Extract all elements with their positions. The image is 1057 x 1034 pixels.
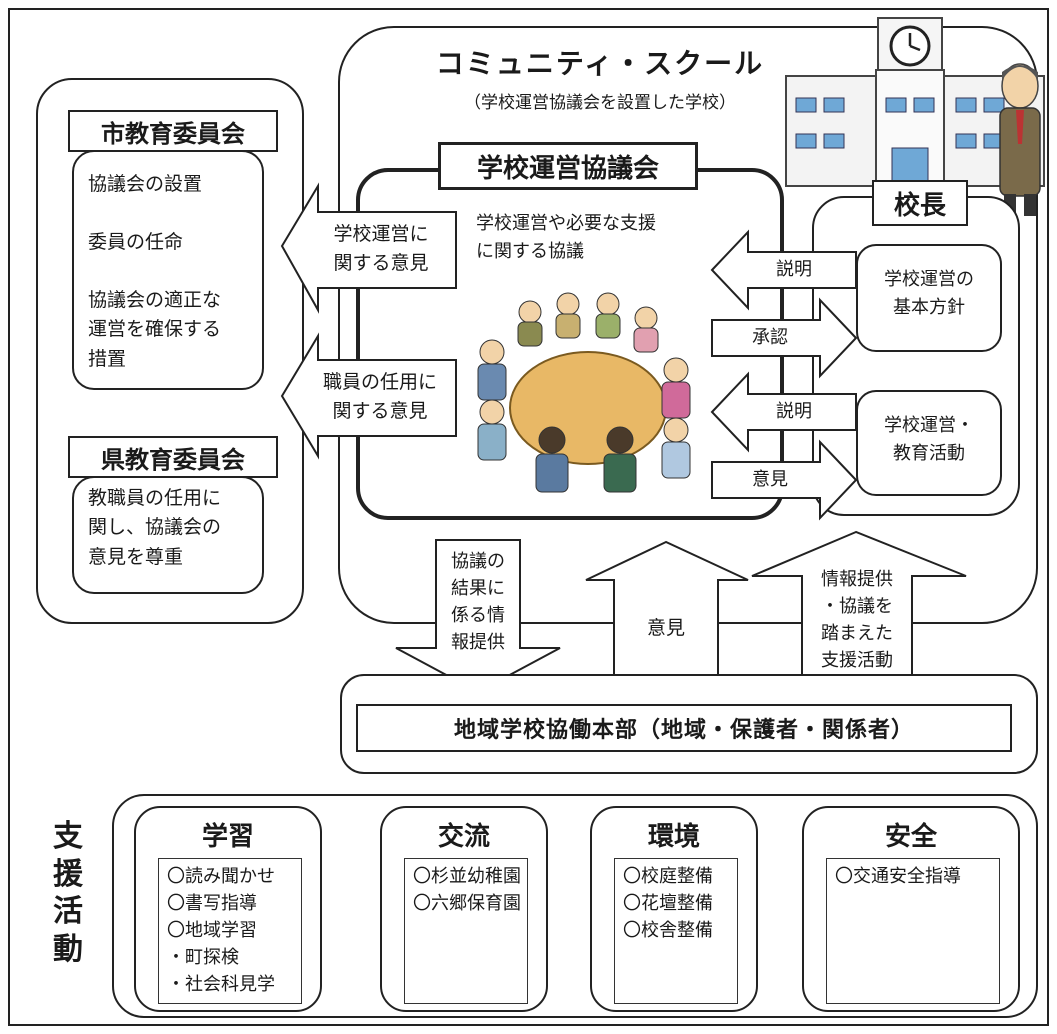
- activity-column-title: 環境: [647, 822, 700, 852]
- principal-policy-box: [856, 244, 1002, 352]
- activity-items-box: 〇読み聞かせ〇書写指導〇地域学習・町探検・社会科見学: [158, 858, 302, 1004]
- principal-activities: 学校運営・ 教育活動: [884, 415, 974, 464]
- arrow-opinion-right: [711, 439, 858, 521]
- city-board-item-2: 委員の任命: [88, 231, 184, 253]
- support-activities-label: 支 援 活 動: [53, 819, 83, 967]
- label-approve: 承認: [752, 327, 788, 348]
- city-board-item-3: 協議会の適正な 運営を確保する 措置: [88, 289, 222, 370]
- activity-item: ・社会科見学: [167, 974, 275, 995]
- activity-column-title: 学習: [201, 822, 254, 852]
- arrow-explain-2: [710, 371, 857, 453]
- pref-board-text: 教職員の任用に 関し、協議会の 意見を尊重: [88, 487, 222, 568]
- city-board-item-1: 協議会の設置: [88, 173, 203, 195]
- label-explain-1: 説明: [776, 259, 812, 280]
- label-opinion-right: 意見: [752, 469, 788, 490]
- community-school-title: コミュニティ・スクール: [435, 47, 765, 80]
- activity-item: 〇校舎整備: [623, 920, 713, 941]
- label-explain-2: 説明: [776, 401, 812, 422]
- arrow-info-result: [395, 539, 561, 694]
- meeting-illustration: [477, 292, 691, 493]
- activity-column-title: 交流: [437, 822, 490, 852]
- label-opinion-up: 意見: [646, 617, 685, 639]
- activity-item: ・町探検: [167, 947, 239, 968]
- arrow-approve: [711, 297, 858, 379]
- principal-title: 校長: [872, 180, 968, 226]
- activity-item: 〇交通安全指導: [835, 866, 961, 887]
- label-support: 情報提供 ・協議を 踏まえた 支援活動: [821, 569, 893, 671]
- label-info-result: 協議の 結果に 係る情 報提供: [451, 551, 505, 653]
- arrow-opinion-school-mgmt: [280, 182, 457, 314]
- regional-hq-title: 地域学校協働本部（地域・保護者・関係者）: [356, 704, 1012, 752]
- city-board-title: 市教育委員会: [68, 110, 278, 152]
- arrow-opinion-staff: [280, 332, 457, 460]
- principal-activities-box: [856, 390, 1002, 496]
- label-opinion-staff: 職員の任用に 関する意見: [322, 371, 437, 422]
- activity-item: 〇校庭整備: [623, 866, 713, 887]
- pref-board-title: 県教育委員会: [68, 436, 278, 478]
- principal-policy: 学校運営の 基本方針: [884, 269, 974, 318]
- activity-item: 〇六郷保育園: [413, 893, 521, 914]
- school-building-illustration: [785, 17, 1045, 216]
- activity-item: 〇地域学習: [167, 920, 257, 941]
- activity-item: 〇書写指導: [167, 893, 257, 914]
- activity-item: 〇杉並幼稚園: [413, 866, 521, 887]
- activity-item: 〇花壇整備: [623, 893, 713, 914]
- pref-board-duties: [72, 476, 264, 594]
- activity-column-title: 安全: [884, 822, 937, 852]
- activity-items-box: 〇交通安全指導: [826, 858, 1000, 1004]
- community-school-subtitle: （学校運営協議会を設置した学校）: [464, 93, 736, 113]
- council-description: 学校運営や必要な支援 に関する協議: [476, 213, 656, 262]
- city-board-duties: [72, 150, 264, 390]
- label-opinion-school-mgmt: 学校運営に 関する意見: [333, 223, 429, 274]
- activity-items-box: 〇杉並幼稚園〇六郷保育園: [404, 858, 528, 1004]
- activity-item: 〇読み聞かせ: [167, 866, 275, 887]
- activity-items-box: 〇校庭整備〇花壇整備〇校舎整備: [614, 858, 738, 1004]
- outer-frame: [8, 8, 1049, 1026]
- council-title: 学校運営協議会: [438, 142, 698, 190]
- arrow-explain-1: [710, 229, 857, 311]
